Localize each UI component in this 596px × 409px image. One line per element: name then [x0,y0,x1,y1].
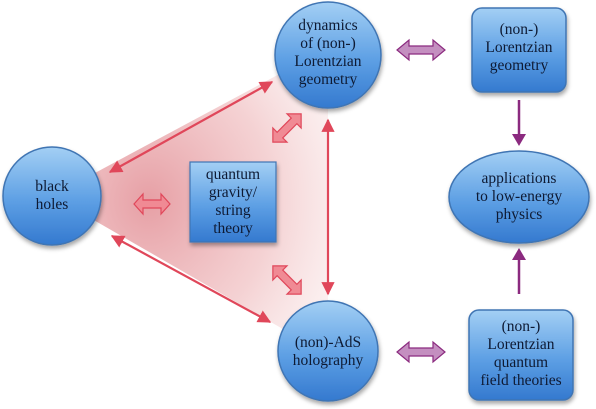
node-black-holes [2,146,102,246]
edge-blackholes-dynamics [108,81,274,173]
block-arrow-dynamics-geometry [396,38,446,62]
block-arrow-ads-qft [396,340,446,364]
arrow-qft-applications [512,248,526,294]
block-arrow-qg-dynamics [272,113,302,143]
edge-blackholes-ads [110,235,272,323]
block-arrow-qg-blackholes [133,192,171,216]
node-lorentzian-geometry [471,7,567,93]
block-arrow-qg-ads [272,265,302,295]
node-applications [448,150,590,244]
arrow-geometry-applications [512,100,526,146]
node-quantum-gravity [189,161,277,243]
node-dynamics [274,1,382,109]
node-ads-holography [277,300,379,402]
node-qft [468,309,574,401]
